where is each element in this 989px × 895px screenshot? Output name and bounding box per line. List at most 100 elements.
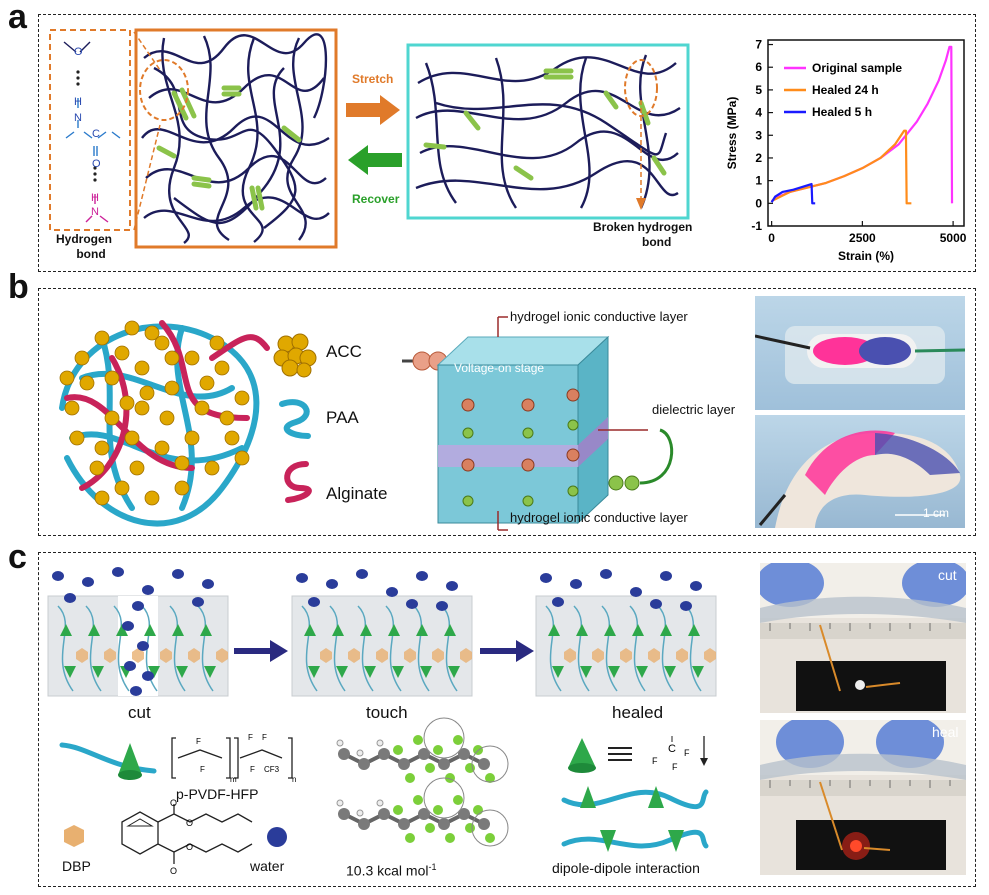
acc-particle (114, 345, 130, 361)
acc-particle (124, 430, 140, 446)
polymer-strand (57, 605, 74, 692)
relaxed-network (134, 28, 338, 249)
y-tick-label: 3 (755, 128, 762, 142)
acc-particle (94, 490, 110, 506)
acc-particle (184, 430, 200, 446)
molecular-models (336, 717, 509, 847)
y-tick-label: -1 (751, 219, 762, 233)
water-molecule (137, 641, 149, 651)
polymer-name: p-PVDF-HFP (176, 786, 259, 802)
carbon-atom (478, 758, 490, 770)
hbond-dashed-box (49, 29, 131, 231)
recover-label: Recover (352, 192, 400, 206)
polymer-strand (85, 605, 102, 692)
carbon-atom (418, 748, 430, 760)
dbp-particle (404, 648, 416, 663)
panel-a (38, 14, 976, 272)
carbon-atom (378, 748, 390, 760)
legend-label-3: Healed 5 h (812, 105, 872, 119)
dipole-cone (88, 624, 100, 636)
dipole-cone (200, 624, 212, 636)
fluorine-atom (485, 773, 495, 783)
dbp-particle (132, 648, 144, 663)
series-line-2 (771, 129, 912, 205)
dipole-cone (660, 624, 672, 636)
dbp-particle (648, 648, 660, 663)
panel-label-b: b (8, 268, 29, 306)
acc-particle (114, 480, 130, 496)
x-tick-label: 2500 (849, 231, 876, 245)
svg-text:F: F (262, 733, 267, 742)
fluorine-atom (405, 833, 415, 843)
legend-label-2: Healed 24 h (812, 83, 879, 97)
panel-b (38, 288, 976, 536)
dbp-particle (564, 648, 576, 663)
matrix-block (535, 595, 717, 697)
acc-particle (144, 490, 160, 506)
dipole-cone (60, 624, 72, 636)
acc-particle (144, 325, 160, 341)
stage-label: Voltage-on stage (454, 361, 545, 375)
highlight-circle (423, 717, 465, 759)
water-molecule (386, 587, 398, 597)
dipole-cone (604, 624, 616, 636)
dipole-cone (332, 624, 344, 636)
fluorine-atom (413, 735, 423, 745)
dbp-hexagon-icon (64, 825, 84, 847)
dipole-cone (144, 624, 156, 636)
water-molecule (326, 579, 338, 589)
water-molecule (112, 567, 124, 577)
water-molecule (296, 573, 308, 583)
polymer-strand (545, 605, 562, 692)
carbon-atom (398, 818, 410, 830)
panel-label-a: a (8, 0, 27, 36)
broken-bond-line1: Broken hydrogen (593, 220, 693, 234)
polymer-strand (329, 605, 346, 692)
acc-particle (219, 410, 235, 426)
polymer-strand (301, 605, 318, 692)
broken-bond-label: Broken hydrogen bond (593, 220, 692, 250)
water-molecule (308, 597, 320, 607)
acc-particle (154, 335, 170, 351)
water-label: water (250, 858, 285, 874)
atom-h1: H (74, 96, 82, 108)
water-molecule (202, 579, 214, 589)
acc-particle (104, 370, 120, 386)
dipole-cone (576, 624, 588, 636)
acc-particle (139, 385, 155, 401)
highlight-circle (471, 745, 509, 783)
dipole-cone (636, 666, 648, 678)
device-photo-flat (755, 296, 965, 410)
polymer-strand (685, 605, 702, 692)
dipole-cone (148, 666, 160, 678)
svg-text:O: O (170, 798, 177, 808)
dipole-cone (92, 666, 104, 678)
top-layer-label: hydrogel ionic conductive layer (510, 309, 688, 324)
water-molecule (122, 621, 134, 631)
hydrogen-bond-diagram (49, 29, 131, 231)
atom-o1: O (74, 46, 83, 58)
acc-particle (59, 370, 75, 386)
fluorine-atom (425, 823, 435, 833)
dbp-particle (348, 648, 360, 663)
acc-particle (209, 335, 225, 351)
scalebar-label: 1 cm (923, 506, 950, 520)
step-touch: touch (366, 703, 408, 722)
carbon-atom (438, 818, 450, 830)
water-molecule (416, 571, 428, 581)
acc-particle (94, 440, 110, 456)
carbon-atom (358, 758, 370, 770)
water-molecule (540, 573, 552, 583)
equivalence-icon (608, 747, 632, 761)
dbp-particle (620, 648, 632, 663)
panel-label-c: c (8, 538, 27, 576)
dipole-cone (632, 624, 644, 636)
acc-particle (164, 380, 180, 396)
water-molecule (82, 577, 94, 587)
dipole-cone-icon (568, 738, 596, 773)
composite-network (59, 320, 270, 527)
fluorine-atom (445, 773, 455, 783)
broken-bond-line2: bond (642, 235, 672, 249)
legend-alginate: Alginate (326, 484, 388, 503)
